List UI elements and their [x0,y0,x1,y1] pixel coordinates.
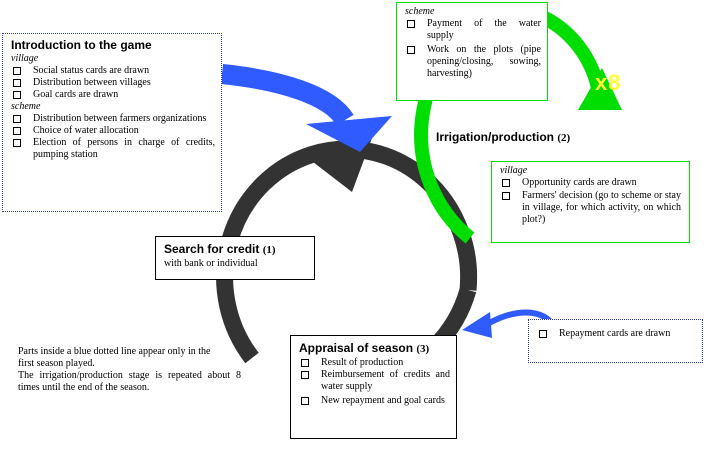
irrigation-title: Irrigation/production [436,130,554,144]
list-item: Opportunity cards are drawn [500,177,681,189]
checkbox-bullet-icon [13,139,21,147]
list-item: Reimbursement of credits and water suppl… [299,369,450,393]
list-item: Goal cards are drawn [11,89,215,101]
legend-note: Parts inside a blue dotted line appear o… [18,346,241,394]
main-cycle-arrowhead [300,138,372,192]
village-label: village [500,165,528,176]
appraisal-box: Appraisal of season (3) Result of produc… [290,335,457,439]
checkbox-bullet-icon [13,115,21,123]
list-item: Work on the plots (pipe opening/closing,… [405,44,541,80]
note-line: first season played. [18,358,95,369]
village-list: Opportunity cards are drawn Farmers' dec… [500,177,681,226]
intro-title: Introduction to the game [11,38,152,52]
appraisal-list: Result of production Reimbursement of cr… [299,357,450,407]
list-item: Choice of water allocation [11,125,215,137]
intro-village-label: village [11,53,39,64]
note-line: Parts inside a blue dotted line appear o… [18,346,211,357]
checkbox-bullet-icon [13,127,21,135]
credit-box: Search for credit (1) with bank or indiv… [155,236,315,280]
note-line: The irrigation/production stage is repea… [18,370,241,381]
repeat-multiplier: x8 [595,70,622,95]
checkbox-bullet-icon [301,371,309,379]
repayment-blue-arrowhead [462,312,492,338]
scheme-label: scheme [405,6,435,17]
appraisal-number: (3) [416,343,430,355]
repayment-box: Repayment cards are drawn [528,319,703,363]
scheme-list: Payment of the water supply Work on the … [405,18,541,80]
appraisal-title: Appraisal of season [299,341,414,355]
credit-description: with bank or individual [164,258,258,269]
intro-scheme-list: Distribution between farmers organizatio… [11,113,215,161]
scheme-box: scheme Payment of the water supply Work … [396,2,548,101]
checkbox-bullet-icon [13,91,21,99]
list-item: New repayment and goal cards [299,395,450,407]
checkbox-bullet-icon [407,46,415,54]
credit-title: Search for credit [164,242,260,256]
list-item: Social status cards are drawn [11,65,215,77]
green-loop-arrowhead [578,68,622,110]
list-item: Repayment cards are drawn [537,328,690,340]
irrigation-number: (2) [557,132,571,144]
checkbox-bullet-icon [502,192,510,200]
intro-blue-arrowhead [306,116,392,152]
credit-title-row: Search for credit (1) [164,242,306,258]
list-item: Election of persons in charge of credits… [11,137,215,161]
note-line: times until the end of the season. [18,382,150,393]
checkbox-bullet-icon [301,397,309,405]
intro-blue-arrow-body [220,64,354,126]
checkbox-bullet-icon [407,20,415,28]
intro-scheme-label: scheme [11,101,41,112]
repayment-list: Repayment cards are drawn [537,328,690,340]
checkbox-bullet-icon [539,330,547,338]
credit-number: (1) [262,244,276,256]
appraisal-title-row: Appraisal of season (3) [299,341,450,357]
village-box: village Opportunity cards are drawn Farm… [491,161,690,243]
intro-box: Introduction to the game village Social … [2,33,222,212]
list-item: Distribution between farmers organizatio… [11,113,215,125]
list-item: Payment of the water supply [405,18,541,42]
irrigation-stage-label: Irrigation/production (2) [436,130,570,146]
list-item: Farmers' decision (go to scheme or stay … [500,190,681,226]
list-item: Result of production [299,357,450,369]
checkbox-bullet-icon [13,79,21,87]
intro-village-list: Social status cards are drawn Distributi… [11,65,215,101]
checkbox-bullet-icon [502,179,510,187]
list-item: Distribution between villages [11,77,215,89]
checkbox-bullet-icon [301,359,309,367]
checkbox-bullet-icon [13,67,21,75]
